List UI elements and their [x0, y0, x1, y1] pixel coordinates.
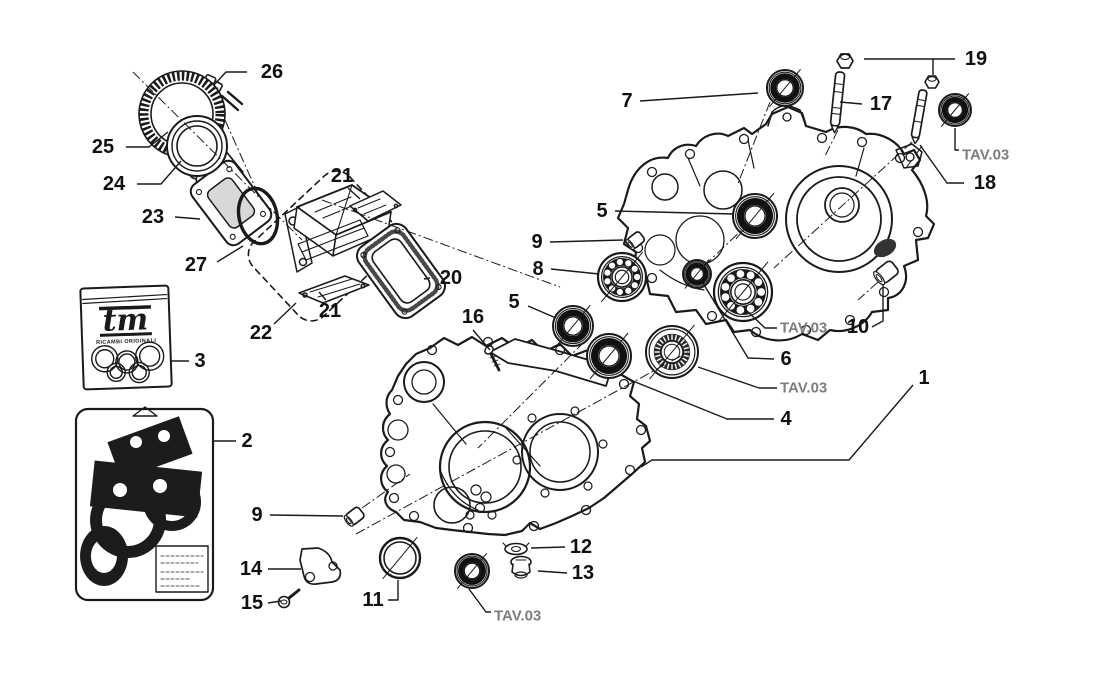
reed-gasket: [356, 222, 446, 320]
part-number-label: 26: [261, 61, 283, 83]
part-number-label: 19: [965, 48, 987, 70]
part-number-label: 5: [596, 200, 607, 222]
bracket-14: [299, 547, 342, 585]
callout-bearing-ref-lower[interactable]: TAV.03: [697, 366, 827, 397]
part-number-label: 11: [362, 589, 383, 611]
part-number-label: 1: [918, 367, 929, 389]
callout-oil-seal-5-left[interactable]: 5: [508, 291, 557, 319]
part-number-label: 23: [142, 206, 164, 228]
oil-seal-tav03-bottom: [454, 553, 490, 589]
tm-tagline: RICAMBI ORIGINALI: [96, 338, 157, 346]
part-number-label: 10: [847, 316, 869, 338]
callout-flange-nuts-19[interactable]: 19: [864, 48, 987, 75]
dowel-bush-9-upper: [625, 231, 646, 251]
callout-rubber-sleeve-24[interactable]: 24: [103, 160, 182, 195]
callout-reed-gasket-20[interactable]: 20: [423, 267, 462, 289]
oil-seal-4: [586, 333, 632, 379]
bushing-10: [873, 260, 899, 286]
callout-seal-6[interactable]: 6: [702, 282, 792, 370]
part-number-label: 9: [251, 504, 262, 526]
reference-label: TAV.03: [494, 608, 541, 625]
stud-18: [910, 89, 928, 145]
part-number-label: 5: [508, 291, 519, 313]
part-number-label: 24: [103, 173, 126, 195]
dowel-bush-9-lower: [343, 506, 365, 527]
part-number-label: 21: [319, 300, 341, 322]
part-number-label: 17: [870, 93, 892, 115]
part-number-label: 25: [92, 136, 114, 158]
callout-dowel-bush-9-upper[interactable]: 9: [531, 231, 624, 253]
callout-stud-17[interactable]: 17: [839, 93, 892, 115]
callout-bearing-ref-right[interactable]: TAV.03: [954, 128, 1009, 164]
reference-label: TAV.03: [780, 380, 827, 397]
part-number-label: 21: [331, 165, 353, 187]
callout-washer-12[interactable]: 12: [530, 536, 592, 558]
reference-label: TAV.03: [962, 147, 1009, 164]
part-number-label: 6: [780, 348, 791, 370]
screw-16: [484, 345, 501, 372]
part-number-label: 14: [240, 558, 263, 580]
part-number-label: 27: [185, 254, 207, 276]
callout-bushing-10[interactable]: 10: [847, 285, 884, 338]
callout-crank-seal-5-right[interactable]: 5: [596, 200, 735, 222]
part-number-label: 16: [462, 306, 484, 328]
part-number-label: 7: [621, 90, 632, 112]
callout-intake-manifold[interactable]: 23: [142, 206, 201, 228]
seal-kit-bag: tm RICAMBI ORIGINALI: [79, 284, 173, 391]
part-number-label: 18: [974, 172, 996, 194]
left-crankcase-half: [380, 335, 652, 537]
rubber-sleeve-24: [166, 115, 228, 177]
callout-dowel-bush-9-lower[interactable]: 9: [251, 504, 344, 526]
callout-o-ring-27[interactable]: 27: [185, 245, 244, 276]
callout-oil-seal-7[interactable]: 7: [621, 90, 759, 112]
part-number-label: 9: [531, 231, 542, 253]
callout-crankcase-assembly[interactable]: 1: [640, 367, 930, 468]
callout-bolt-26[interactable]: 26: [213, 61, 283, 86]
reed-valve-assembly: [247, 170, 402, 322]
stud-17: [829, 71, 846, 134]
callout-plug-13[interactable]: 13: [537, 562, 594, 584]
callout-circlip-11[interactable]: 11: [362, 580, 399, 611]
part-number-label: 20: [440, 267, 462, 289]
plug-13: [510, 555, 532, 579]
nut-19-right: [924, 75, 940, 89]
part-number-label: 4: [780, 408, 792, 430]
reference-label: TAV.03: [780, 320, 827, 337]
o-ring-27: [236, 186, 280, 246]
washer-12: [502, 542, 530, 556]
part-number-label: 12: [570, 536, 592, 558]
gasket-kit-package: [74, 406, 215, 602]
callout-reed-petal-lower[interactable]: 21: [318, 291, 341, 322]
callout-bearing-ref-mid[interactable]: TAV.03: [745, 309, 827, 337]
nut-19-left: [836, 53, 854, 69]
callout-reed-valve-assembly[interactable]: 22: [250, 302, 297, 344]
callout-bolt-15[interactable]: 15: [241, 592, 282, 614]
callout-bracket-14[interactable]: 14: [240, 558, 301, 580]
callout-ball-bearing-8[interactable]: 8: [532, 258, 600, 280]
callout-seal-kit-bag[interactable]: 3: [170, 350, 206, 372]
reed-petal-lower: [298, 275, 370, 304]
callout-reed-petal-upper[interactable]: 21: [331, 165, 361, 200]
part-number-label: 15: [241, 592, 263, 614]
part-number-label: 13: [572, 562, 594, 584]
reed-petal-upper: [349, 190, 402, 222]
part-number-label: 8: [532, 258, 543, 280]
part-number-label: 22: [250, 322, 272, 344]
callout-seal-ref-bottom[interactable]: TAV.03: [468, 588, 541, 625]
callout-stud-18[interactable]: 18: [919, 144, 996, 194]
part-number-label: 3: [194, 350, 205, 372]
bolt-15: [277, 588, 301, 609]
callout-oil-seal-4[interactable]: 4: [627, 378, 792, 430]
callout-gasket-kit-package[interactable]: 2: [214, 430, 253, 452]
callout-hose-clamp-25[interactable]: 25: [92, 131, 169, 158]
callout-screw-16[interactable]: 16: [462, 306, 491, 351]
part-number-label: 2: [241, 430, 252, 452]
